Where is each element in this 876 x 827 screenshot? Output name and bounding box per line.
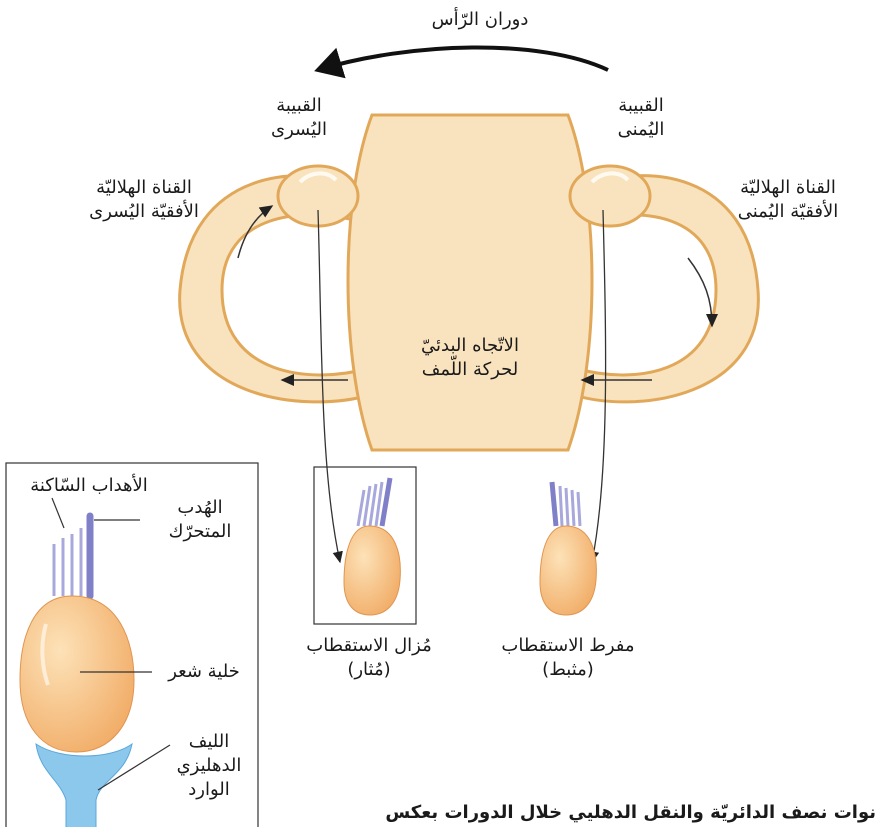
head-rotation-arrow	[318, 47, 608, 70]
head-rotation-label: دوران الرّأس	[400, 8, 560, 32]
endolymph-direction-label: الاتّجاه البدئيّلحركة اللّمف	[380, 334, 560, 382]
depolarized-hair-cell	[344, 478, 400, 615]
hair-cell-label: خلية شعر	[152, 660, 256, 684]
figure-caption: نوات نصف الدائريّة والنقل الدهليي خلال ا…	[300, 802, 876, 823]
stereocilia-leader	[52, 498, 64, 528]
head-body	[348, 115, 592, 450]
hyperpolarized-hair-cell	[540, 482, 596, 615]
stereocilia-label: الأهداب السّاكنة	[4, 474, 174, 498]
hyperpolarized-label: مفرط الاستقطاب(مثبط)	[478, 634, 658, 682]
right-canal-flow-arrow-top	[688, 258, 712, 326]
depolarized-label: مُزال الاستقطاب(مُثار)	[284, 634, 454, 682]
afferent-nerve-fiber	[36, 744, 132, 827]
